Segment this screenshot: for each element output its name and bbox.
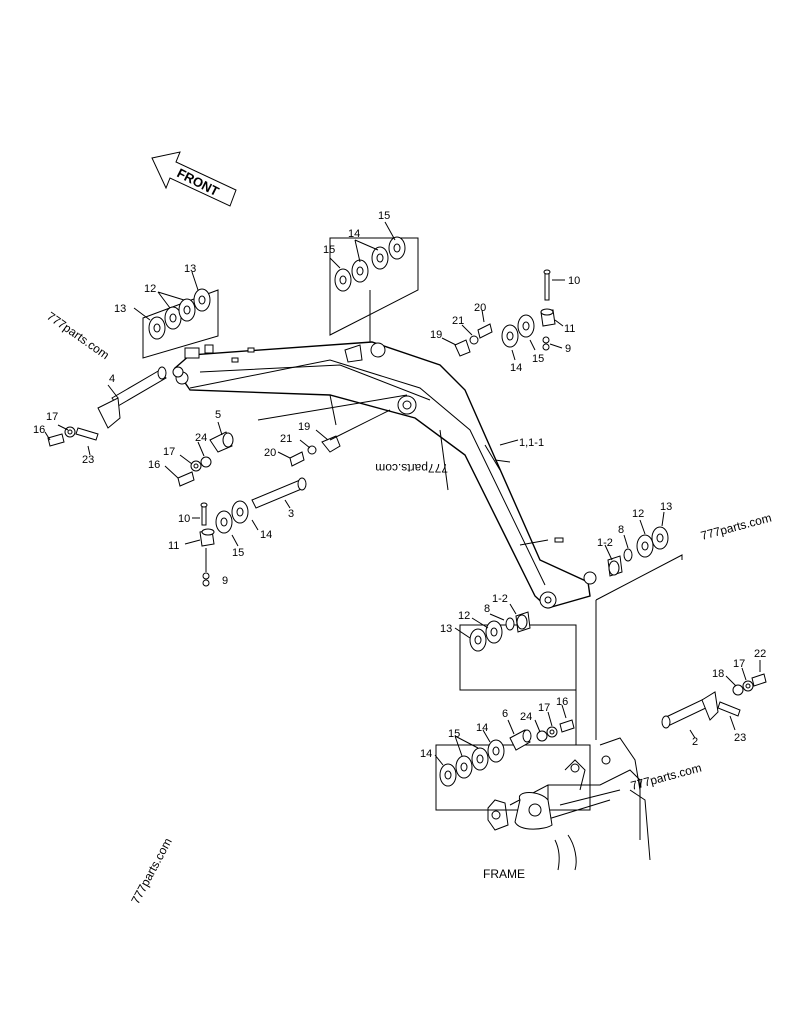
callout-12-low: 12: [458, 610, 470, 622]
washer-group-boxes: [142, 237, 683, 811]
callout-14-bot-a: 14: [420, 748, 432, 760]
callout-15-left: 15: [232, 547, 244, 559]
callout-16-a: 16: [33, 424, 45, 436]
callout-24-b: 24: [520, 711, 532, 723]
callout-13-tl-b: 13: [184, 263, 196, 275]
callout-14-left: 14: [260, 529, 272, 541]
pin-3-assembly: [251, 394, 408, 509]
washer-stack-top: [329, 221, 406, 292]
callout-6: 6: [502, 708, 508, 720]
watermark-1: 777parts.com: [44, 309, 112, 362]
callout-9-top: 9: [565, 343, 571, 355]
washer-stack-lower: [454, 603, 531, 652]
callout-21-b: 21: [280, 433, 292, 445]
callout-14-tr: 14: [510, 362, 522, 374]
callout-13-right: 13: [660, 501, 672, 513]
callout-15-top-a: 15: [323, 244, 335, 256]
callout-24-a: 24: [195, 432, 207, 444]
frame-drawing: FRAME: [483, 737, 651, 881]
callout-8-right: 8: [618, 524, 624, 536]
callout-17-a: 17: [46, 411, 58, 423]
boom-assembly: [172, 341, 597, 609]
callout-11-left: 11: [168, 540, 179, 552]
washer-stack-bottom: [434, 704, 575, 787]
callout-18: 18: [712, 668, 724, 680]
callout-14-top: 14: [348, 228, 360, 240]
callout-20-a: 20: [474, 302, 486, 314]
callout-2: 2: [692, 736, 698, 748]
front-arrow: FRONT: [151, 151, 237, 207]
callout-19-b: 19: [298, 421, 310, 433]
callout-15-top-b: 15: [378, 210, 390, 222]
callout-10-top: 10: [568, 275, 580, 287]
washer-stack-right: [604, 511, 669, 577]
callout-15-bot: 15: [448, 728, 460, 740]
frame-label: FRAME: [483, 867, 525, 881]
callout-15-tr: 15: [532, 353, 544, 365]
callout-19-a: 19: [430, 329, 442, 341]
watermark-5: 777parts.com: [128, 836, 174, 907]
watermark-2: 777parts.com: [375, 461, 448, 475]
callout-3: 3: [288, 508, 294, 520]
callout-12-tl: 12: [144, 283, 156, 295]
callout-1-2-right: 1-2: [597, 537, 613, 549]
callout-5: 5: [215, 409, 221, 421]
callout-1-1-1: 1,1-1: [519, 437, 544, 449]
pin-2-assembly: [661, 660, 767, 739]
callout-labels: 1,1-1 1-2 1-2 2 3 4 5 6 8 8 9 9 10 10 11…: [33, 210, 766, 760]
callout-leader-1-1-1: [499, 439, 519, 446]
callout-14-bot-b: 14: [476, 722, 488, 734]
watermark-3: 777parts.com: [699, 511, 773, 543]
washer-stack-top-left: [133, 271, 211, 340]
pin-5-assembly: [164, 421, 234, 487]
callout-23-b: 23: [734, 732, 746, 744]
callout-12-right: 12: [632, 508, 644, 520]
washer-stack-left: [184, 500, 259, 587]
callout-17-b: 17: [163, 446, 175, 458]
callout-21-a: 21: [452, 315, 464, 327]
callout-23-a: 23: [82, 454, 94, 466]
front-label: FRONT: [175, 165, 222, 199]
callout-9-left: 9: [222, 575, 228, 587]
watermark-4: 777parts.com: [629, 761, 703, 793]
callout-11-top: 11: [564, 323, 575, 335]
callout-13-tl-a: 13: [114, 303, 126, 315]
callout-4: 4: [109, 373, 115, 385]
callout-17-d: 17: [733, 658, 745, 670]
callout-10-left: 10: [178, 513, 190, 525]
callout-16-b: 16: [148, 459, 160, 471]
pin-4-assembly: [44, 366, 167, 456]
callout-17-c: 17: [538, 702, 550, 714]
top-right-hardware: [441, 269, 565, 361]
callout-16-c: 16: [556, 696, 568, 708]
callout-8-low: 8: [484, 603, 490, 615]
callout-20-b: 20: [264, 447, 276, 459]
callout-13-low: 13: [440, 623, 452, 635]
callout-22: 22: [754, 648, 766, 660]
callout-1-2-low: 1-2: [492, 593, 508, 605]
